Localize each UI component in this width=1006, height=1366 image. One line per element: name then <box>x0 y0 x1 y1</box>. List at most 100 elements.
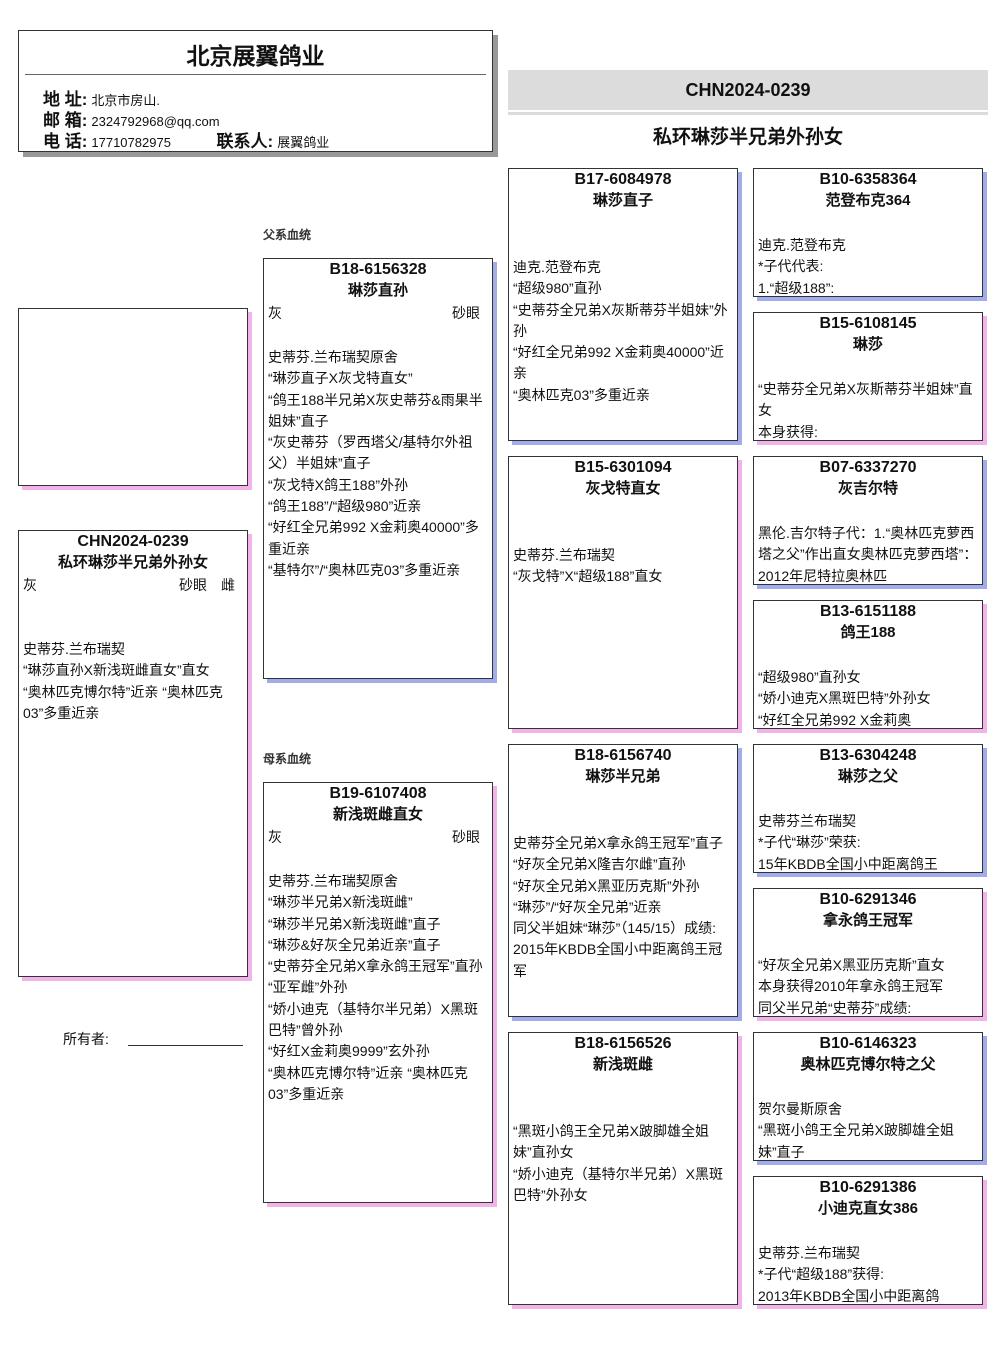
ring-number: B13-6151188 <box>819 603 917 620</box>
pigeon-name: 琳莎直子 <box>592 192 653 209</box>
eye-sex: 砂眼 <box>452 827 480 847</box>
note-line: “史蒂芬全兄弟X拿永鸽王冠军”直孙 <box>268 958 483 975</box>
great-grandparent-card: B10-6291346 拿永鸽王冠军 “好灰全兄弟X黑亚历克斯”直女本身获得2010… <box>753 888 983 1017</box>
owner-label: 所有者: <box>63 1031 109 1047</box>
note-line: “好灰全兄弟X黑亚历克斯”直女 <box>758 957 945 973</box>
note-line: “灰史蒂芬（罗西塔父/基特尔外祖父）半姐妹”直子 <box>268 434 473 472</box>
address-label: 地 址: <box>43 90 88 109</box>
great-grandparent-card: B10-6291386 小迪克直女386 史蒂芬.兰布瑞契*子代“超级188”获得:… <box>753 1176 983 1305</box>
ring-number: B10-6291386 <box>819 1179 917 1196</box>
divider <box>25 74 486 75</box>
banner-ring: CHN2024-0239 <box>508 70 988 110</box>
dam-line-label: 母系血统 <box>263 752 312 766</box>
note-line: “琳莎半兄弟X新浅斑雌”直子 <box>268 915 441 932</box>
phone-row: 电 话:17710782975 联系人:展翼鸽业 <box>43 127 329 152</box>
breeder-name: 北京展翼鸽业 <box>186 43 325 69</box>
email-label: 邮 箱: <box>43 111 88 130</box>
note-line: “灰戈特X鸽王188”外孙 <box>268 476 409 493</box>
attributes-row: 灰砂眼雌 <box>23 575 235 595</box>
ring-number: B18-6156740 <box>574 747 672 764</box>
ring-number: B07-6337270 <box>819 459 917 476</box>
note-line: “奥林匹克博尔特”近亲 “奥林匹克03”多重近亲 <box>23 683 223 721</box>
eye-value: 砂眼 <box>179 577 207 593</box>
pedigree-notes: 史蒂芬.兰布瑞契*子代“超级188”获得:2013年KBDB全国小中距离鸽 <box>758 1243 978 1304</box>
note-line: 2013年KBDB全国小中距离鸽 <box>758 1287 940 1304</box>
pigeon-name: 鸽王188 <box>840 624 896 641</box>
ring-number: B15-6108145 <box>819 315 917 332</box>
pigeon-name: 琳莎直孙 <box>347 282 408 299</box>
ring-number: B15-6301094 <box>574 459 672 476</box>
ring-number: B10-6291346 <box>819 891 917 908</box>
pedigree-notes: 史蒂芬.兰布瑞契 “灰戈特”X“超级188”直女 <box>513 545 733 588</box>
eye-sex: 砂眼 <box>452 303 480 323</box>
note-line: “灰戈特”X“超级188”直女 <box>513 568 663 585</box>
pigeon-name: 私环琳莎半兄弟外孙女 <box>57 554 208 571</box>
note-line: “超级980”直孙女 <box>758 669 861 685</box>
note-line: 同父半兄弟“史蒂芬”成绩: <box>758 999 912 1016</box>
attributes-row: 灰 砂眼 <box>268 303 480 323</box>
breeder-header: 北京展翼鸽业 地 址:北京市房山. 邮 箱:2324792968@qq.com … <box>18 30 493 152</box>
eye-sex: 砂眼雌 <box>179 575 235 595</box>
pigeon-name: 琳莎 <box>852 336 883 353</box>
note-line: “好红X金莉奥9999”玄外孙 <box>268 1043 430 1060</box>
pigeon-name: 新浅斑雌直女 <box>332 806 423 823</box>
color-value: 灰 <box>268 829 282 845</box>
phone-label: 电 话: <box>43 132 88 151</box>
note-line: 史蒂芬.兰布瑞契原舍 <box>268 873 398 889</box>
banner-name: 私环琳莎半兄弟外孙女 <box>652 127 843 148</box>
great-grandparent-card: B13-6304248 琳莎之父史蒂芬兰布瑞契*子代“琳莎”荣获:15年KBDB全… <box>753 744 983 873</box>
pedigree-notes: 迪克.范登布克“超级980”直孙“史蒂芬全兄弟X灰斯蒂芬半姐妹”外孙“好红全兄弟… <box>513 257 733 406</box>
grandparent-card: B18-6156740 琳莎半兄弟史蒂芬全兄弟X拿永鸽王冠军”直子“好灰全兄弟X隆… <box>508 744 738 1017</box>
pedigree-notes: 史蒂芬全兄弟X拿永鸽王冠军”直子“好灰全兄弟X隆吉尔雌”直孙“好灰全兄弟X黑亚历… <box>513 833 733 982</box>
note-line: “琳莎直孙X新浅斑雌直女”直女 <box>23 662 210 679</box>
pigeon-name: 奥林匹克博尔特之父 <box>800 1056 936 1073</box>
note-line: “好红全兄弟992 X金莉奥40000”近亲 <box>513 344 724 382</box>
color-value: 灰 <box>268 305 282 321</box>
note-line: “琳莎直子X灰戈特直女” <box>268 370 413 387</box>
note-line: 同父半姐妹“琳莎”（145/15）成绩: <box>513 920 717 937</box>
note-line: “娇小迪克（基特尔半兄弟）X黑斑巴特”曾外孙 <box>268 1000 478 1039</box>
ring-number: B13-6304248 <box>819 747 917 764</box>
note-line: “好红全兄弟992 X金莉奥40000”多重近亲 <box>268 519 479 557</box>
note-line: “史蒂芬全兄弟X灰斯蒂芬半姐妹”外孙 <box>513 301 728 339</box>
note-line: 贺尔曼斯原舍 <box>758 1101 842 1117</box>
pedigree-notes: 迪克.范登布克*子代代表:1.“超级188”: <box>758 235 978 296</box>
note-line: 史蒂芬全兄弟X拿永鸽王冠军”直子 <box>513 835 723 851</box>
photo-placeholder <box>18 308 248 486</box>
pedigree-notes: 贺尔曼斯原舍“黑斑小鸽王全兄弟X跛脚雄全姐妹”直子 <box>758 1099 978 1160</box>
note-line: “亚军雌”外孙 <box>268 979 348 996</box>
address-value: 北京市房山. <box>91 93 161 108</box>
pigeon-name: 拿永鸽王冠军 <box>822 912 913 929</box>
pedigree-notes: “史蒂芬全兄弟X灰斯蒂芬半姐妹”直女本身获得: <box>758 379 978 440</box>
note-line: 史蒂芬兰布瑞契 <box>758 813 856 829</box>
note-line: “好灰全兄弟X黑亚历克斯”外孙 <box>513 877 700 894</box>
pedigree-notes: 史蒂芬兰布瑞契*子代“琳莎”荣获:15年KBDB全国小中距离鸽王 <box>758 811 978 872</box>
owner-field[interactable] <box>128 1045 243 1046</box>
note-line: “鸽王188”/“超级980”近亲 <box>268 498 422 515</box>
ring-number: B18-6156328 <box>329 261 427 278</box>
note-line: 史蒂芬.兰布瑞契 <box>513 547 615 563</box>
ring-number: CHN2024-0239 <box>77 533 189 550</box>
ring-number: B18-6156526 <box>574 1035 672 1052</box>
pigeon-name: 琳莎之父 <box>837 768 898 785</box>
pigeon-name: 琳莎半兄弟 <box>585 768 661 785</box>
note-line: 黑伦.吉尔特子代：1.“奥林匹克萝西塔之父”作出直女奥林匹克萝西塔”：2012年… <box>758 525 978 584</box>
pigeon-name: 小迪克直女386 <box>817 1200 919 1217</box>
pedigree-notes: “黑斑小鸽王全兄弟X跛脚雄全姐妹”直孙女“娇小迪克（基特尔半兄弟）X黑斑巴特”外… <box>513 1121 733 1206</box>
contact-value: 展翼鸽业 <box>277 135 330 150</box>
note-line: 迪克.范登布克 <box>758 237 846 253</box>
note-line: “娇小迪克（基特尔半兄弟）X黑斑巴特”外孙女 <box>513 1165 723 1203</box>
note-line: 15年KBDB全国小中距离鸽王 <box>758 855 938 872</box>
banner-divider <box>508 112 988 115</box>
note-line: “鸽王188半兄弟X灰史蒂芬&雨果半姐妹”直子 <box>268 391 483 429</box>
note-line: 本身获得2010年拿永鸽王冠军 <box>758 978 944 995</box>
